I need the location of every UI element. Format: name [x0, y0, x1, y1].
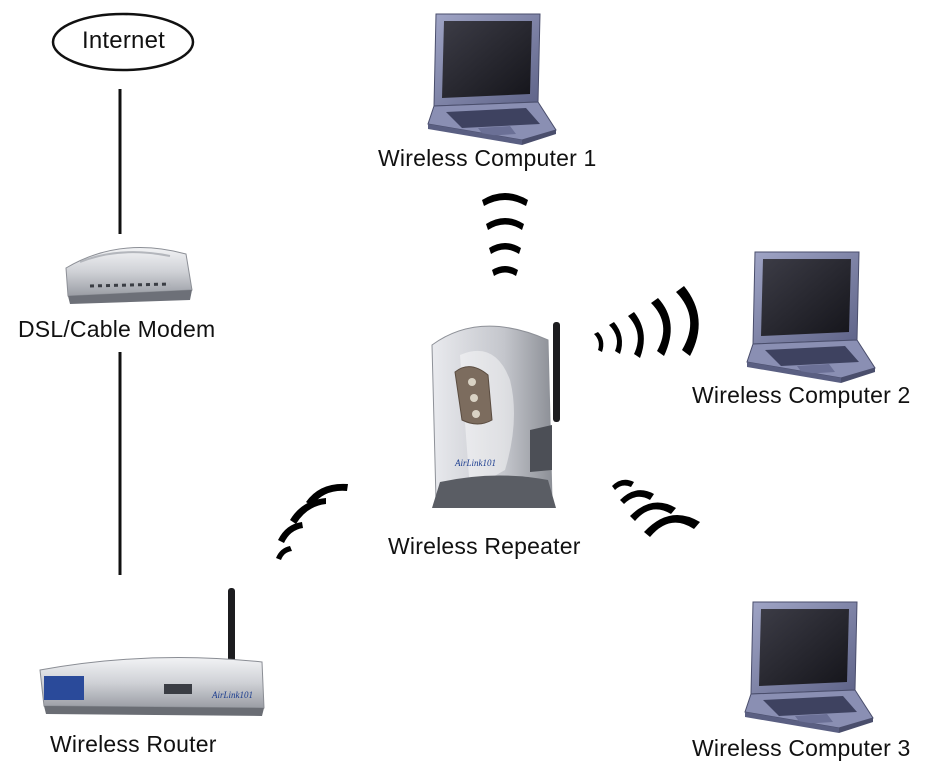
laptop-computer-3	[745, 602, 873, 733]
svg-text:AirLink101: AirLink101	[211, 690, 253, 700]
router-device: AirLink101	[40, 588, 264, 716]
waves-to-computer-3	[612, 480, 700, 537]
laptop-computer-1	[428, 14, 556, 145]
repeater-device: AirLink101	[432, 322, 560, 508]
waves-router-repeater	[276, 484, 348, 560]
waves-to-computer-1	[482, 193, 528, 276]
laptop-computer-2	[747, 252, 875, 383]
svg-text:AirLink101: AirLink101	[454, 458, 496, 468]
modem-label: DSL/Cable Modem	[18, 316, 215, 343]
router-label: Wireless Router	[50, 731, 217, 758]
computer-1-label: Wireless Computer 1	[378, 145, 597, 172]
computer-2-label: Wireless Computer 2	[692, 382, 911, 409]
computer-3-label: Wireless Computer 3	[692, 735, 911, 762]
waves-to-computer-2	[594, 286, 699, 358]
repeater-label: Wireless Repeater	[388, 533, 581, 560]
internet-label: Internet	[82, 27, 165, 55]
modem-device	[66, 248, 192, 304]
